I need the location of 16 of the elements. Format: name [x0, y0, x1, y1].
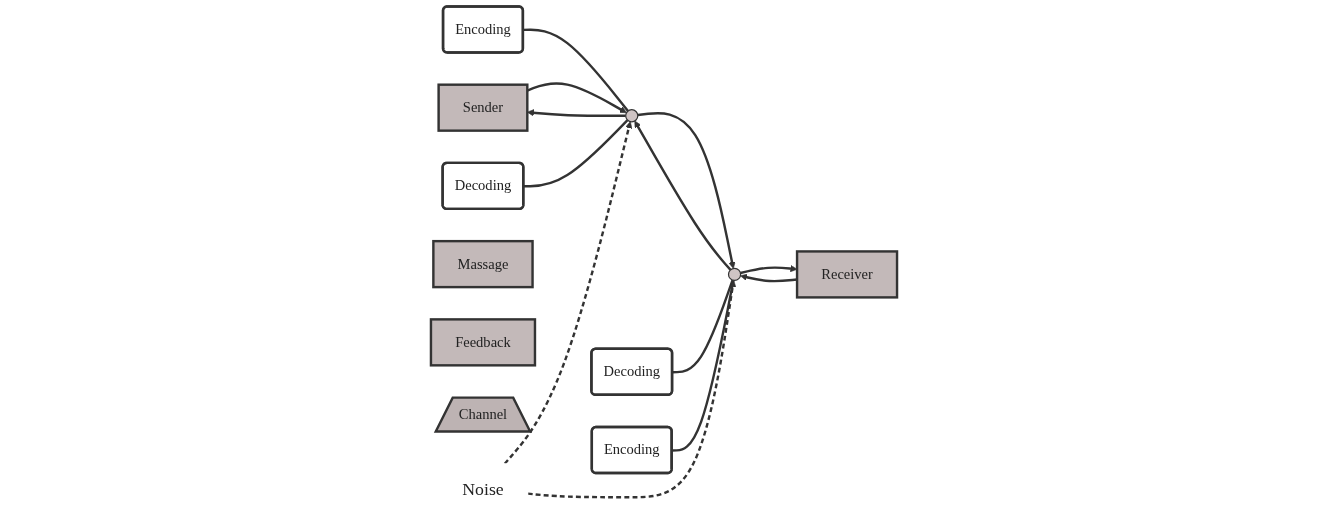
connector [523, 28, 629, 112]
arrow [503, 121, 633, 465]
node-box: Sender [437, 83, 529, 132]
connector [672, 280, 735, 452]
node-box: Receiver [795, 250, 899, 299]
connector [672, 279, 734, 374]
arrow [740, 273, 798, 283]
node-ellipse [625, 109, 639, 123]
arrow [527, 109, 626, 117]
node-box: Feedback [429, 318, 537, 367]
node-ellipse [727, 267, 742, 282]
connector [523, 119, 629, 188]
node-box: Massage [432, 239, 534, 289]
arrow [527, 280, 737, 499]
arrow [740, 265, 798, 275]
node-text: Noise [462, 479, 504, 500]
